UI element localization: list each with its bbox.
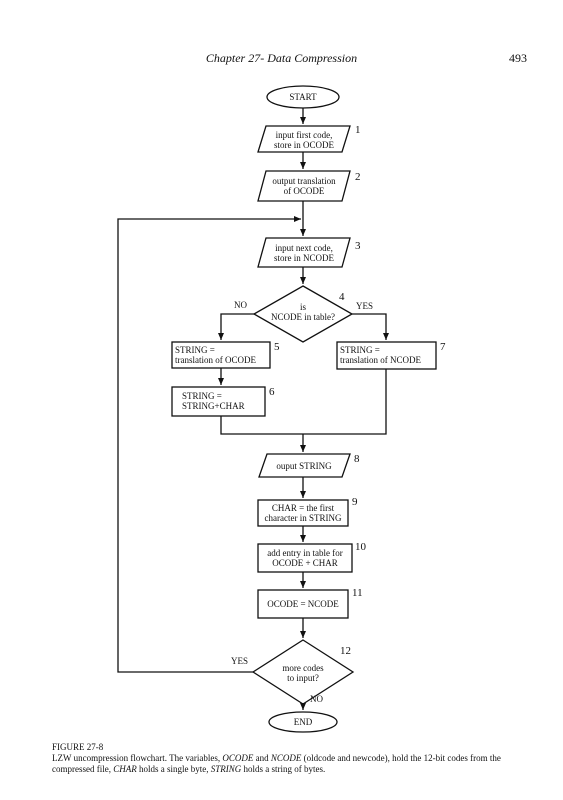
caption-var-ocode: OCODE: [222, 753, 254, 763]
step4-line1: is: [299, 302, 306, 312]
arrow-step4-yes-branch: [352, 313, 389, 340]
step8-io: [258, 453, 351, 478]
no-branch-label: NO: [234, 300, 247, 310]
step12-line2: to input?: [287, 673, 319, 683]
step2-io: [257, 170, 351, 202]
step11-label: OCODE = NCODE: [267, 599, 339, 609]
step4-line2: NCODE in table?: [271, 312, 335, 322]
yes-branch-label: YES: [356, 301, 374, 311]
step7-line2: translation of NCODE: [340, 355, 421, 365]
step-number-9: 9: [352, 496, 358, 508]
step8-label: ouput STRING: [276, 461, 332, 471]
step2-line2: of OCODE: [283, 186, 325, 196]
figure-caption: FIGURE 27-8 LZW uncompression flowchart.…: [52, 742, 522, 775]
chapter-title: Chapter 27- Data Compression: [205, 51, 358, 65]
step7-line1: STRING =: [340, 345, 380, 355]
caption-var-ncode: NCODE: [270, 753, 302, 763]
start-label: START: [289, 92, 317, 102]
step10-line1: add entry in table for: [267, 548, 343, 558]
step5-line1: STRING =: [175, 345, 215, 355]
caption-var-string: STRING: [210, 764, 242, 774]
end-label: END: [293, 717, 313, 727]
step-number-12: 12: [340, 645, 351, 657]
step9-line2: character in STRING: [264, 513, 342, 523]
step-number-8: 8: [354, 453, 360, 465]
step3-io: [257, 237, 351, 268]
caption-text-3: (oldcode and newcode), hold the 12-bit c…: [52, 753, 501, 774]
yes-loop-label: YES: [231, 656, 249, 666]
step3-line1: input next code,: [275, 243, 333, 253]
step6-line2: STRING+CHAR: [182, 401, 245, 411]
step-number-2: 2: [355, 171, 361, 183]
step-number-10: 10: [355, 541, 366, 553]
end-terminal: [268, 711, 338, 733]
caption-var-char: CHAR: [113, 764, 137, 774]
step6-line1: STRING =: [182, 391, 222, 401]
figure-title: FIGURE 27-8: [52, 742, 104, 752]
step-number-4: 4: [339, 291, 345, 303]
step5-line2: translation of OCODE: [175, 355, 256, 365]
step12-line1: more codes: [282, 663, 324, 673]
step-number-1: 1: [355, 124, 361, 136]
line-step6-merge: [220, 369, 387, 435]
arrow-step4-no-branch: [218, 313, 254, 340]
step-number-6: 6: [269, 386, 275, 398]
step3-line2: store in NCODE: [274, 253, 334, 263]
step2-line1: output translation: [272, 176, 336, 186]
step1-line1: input first code,: [275, 130, 333, 140]
caption-text-2: and: [253, 753, 271, 763]
step4-decision: [252, 285, 354, 343]
no-end-label: NO: [310, 694, 323, 704]
step1-line2: store in OCODE: [274, 140, 334, 150]
page-number: 493: [509, 51, 527, 65]
step-number-5: 5: [274, 341, 280, 353]
step9-line1: CHAR = the first: [271, 503, 335, 513]
step6-process: [171, 386, 266, 417]
caption-text-1: LZW uncompression flowchart. The variabl…: [52, 753, 223, 763]
step-number-7: 7: [440, 341, 446, 353]
step-number-3: 3: [355, 240, 361, 252]
step-number-11: 11: [352, 587, 363, 599]
caption-text-5: holds a string of bytes.: [241, 764, 326, 774]
caption-text-4: holds a single byte,: [136, 764, 211, 774]
step10-process: [257, 543, 353, 573]
step1-io: [257, 125, 351, 153]
loop-back-line: [117, 216, 301, 673]
step10-line2: OCODE + CHAR: [272, 558, 338, 568]
